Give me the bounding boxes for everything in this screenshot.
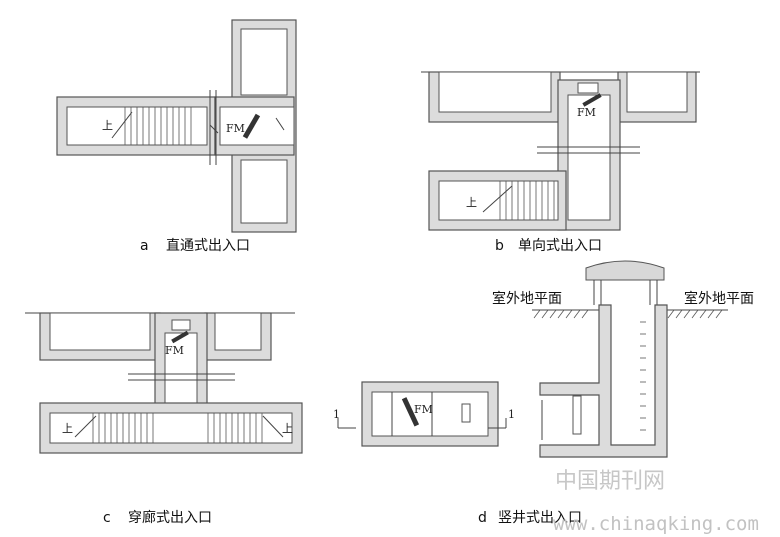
caption-d-text: 竖井式出入口 — [498, 510, 582, 526]
ground-label-left: 室外地平面 — [492, 290, 562, 307]
caption-c-text: 穿廊式出入口 — [128, 509, 212, 526]
ground-hatch-left — [533, 309, 589, 319]
ground-label-right: 室外地平面 — [684, 290, 754, 307]
caption-a-text: 直通式出入口 — [166, 237, 250, 254]
caption-b-letter: b — [495, 238, 504, 254]
up-label-a: 上 — [102, 119, 113, 132]
diagram-b-oneway-entrance: FM 上 — [421, 71, 700, 231]
stairs-b — [482, 181, 555, 220]
caption-d-letter: d — [478, 510, 487, 526]
ground-hatch-right — [667, 309, 723, 319]
caption-a-letter: a — [140, 238, 149, 254]
diagram-d-shaft-entrance: FM 1 1 — [333, 260, 754, 458]
caption-c-letter: c — [103, 510, 111, 526]
diagram-c-crosscorridor-entrance: FM 上 上 — [25, 312, 303, 454]
up-label-b: 上 — [466, 196, 477, 209]
diagram-a-straight-entrance: FM 上 — [56, 19, 297, 233]
fm-label-a: FM — [226, 122, 245, 135]
fm-label-d: FM — [414, 403, 433, 416]
caption-b-text: 单向式出入口 — [518, 238, 602, 254]
section-mark-left: 1 — [333, 408, 340, 421]
watermark-url: www.chinaqking.com — [553, 513, 759, 535]
fm-label-c: FM — [165, 344, 184, 357]
ladder-rungs — [640, 321, 646, 431]
watermark-cn: 中国期刊网 — [555, 469, 665, 494]
stairs-c — [74, 413, 284, 443]
section-mark-right: 1 — [508, 408, 515, 421]
up-label-c-left: 上 — [62, 422, 73, 435]
stairs-a — [111, 107, 192, 145]
up-label-c-right: 上 — [282, 422, 293, 435]
fm-label-b: FM — [577, 106, 596, 119]
